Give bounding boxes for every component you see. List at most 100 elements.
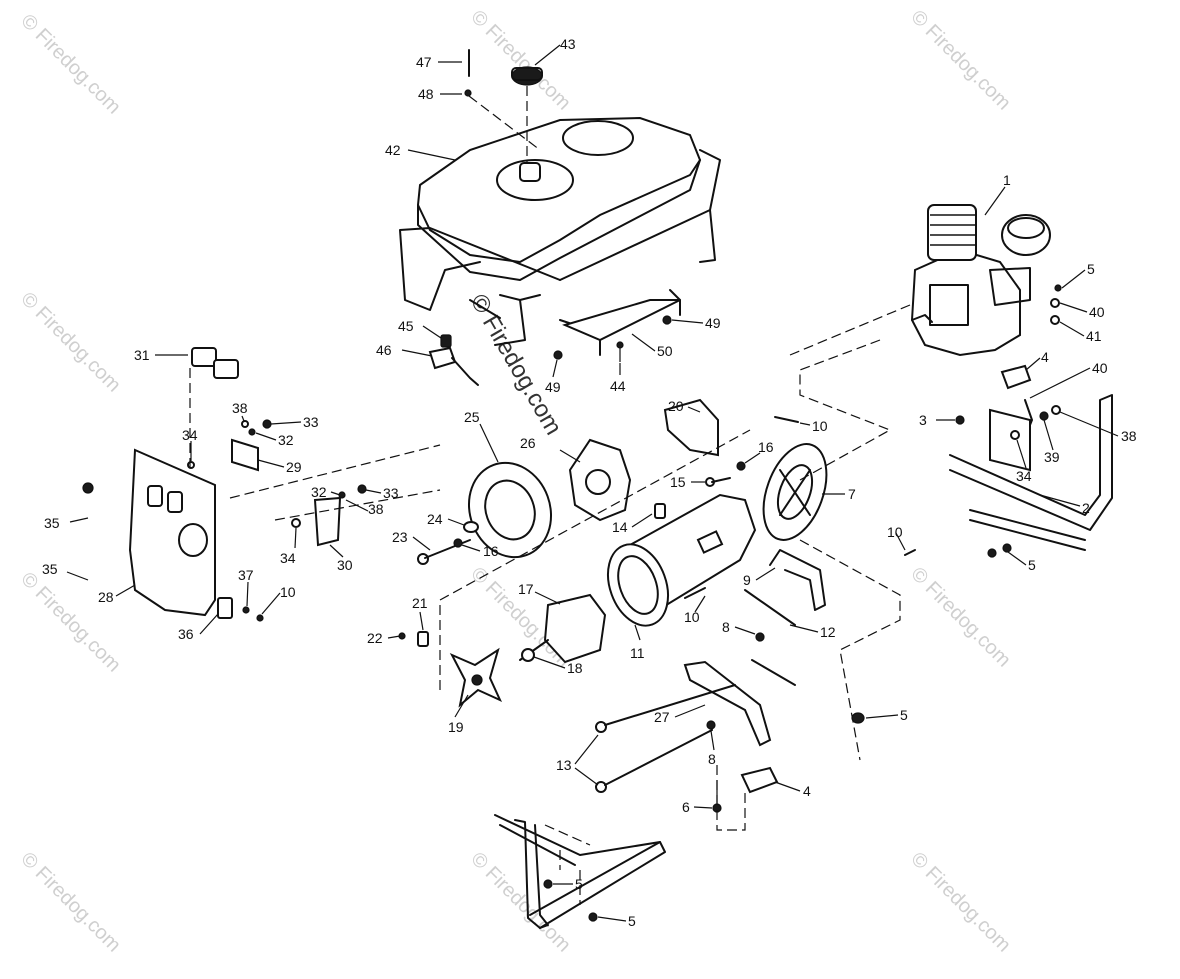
leader (1039, 494, 1081, 507)
callout-27: 27 (654, 709, 670, 725)
leader (671, 319, 704, 324)
callout-6: 6 (682, 799, 690, 815)
control-panel-assembly (82, 347, 441, 622)
leader (1061, 269, 1086, 289)
callout-49: 49 (705, 315, 721, 331)
nut-5d (543, 879, 553, 889)
fuel-line (451, 357, 479, 386)
screw-10d (684, 587, 706, 599)
callout-5: 5 (628, 913, 636, 929)
watermark: © Firedog.com (16, 848, 125, 957)
callout-4: 4 (803, 783, 811, 799)
washer-40-top (1050, 298, 1060, 308)
brush-14 (654, 503, 666, 519)
leader (984, 186, 1006, 216)
washer-34b (187, 461, 195, 469)
leader (1043, 419, 1054, 451)
leader (365, 489, 382, 494)
leader (1029, 367, 1091, 399)
frame-bottom (494, 814, 666, 929)
callout-12: 12 (820, 624, 836, 640)
bracket-20 (663, 398, 719, 457)
callout-49: 49 (545, 379, 561, 395)
breaker-30 (313, 496, 342, 547)
callout-5: 5 (1087, 261, 1095, 277)
callout-31: 31 (134, 347, 150, 363)
callout-14: 14 (612, 519, 628, 535)
filler-neck (519, 162, 541, 182)
panel-screw-35a (82, 482, 94, 494)
leader (774, 781, 801, 792)
callout-48: 48 (418, 86, 434, 102)
leader (1025, 357, 1041, 371)
leader (1059, 321, 1085, 337)
leader (422, 325, 442, 339)
nut-5c (851, 712, 865, 724)
screw-44 (616, 341, 624, 349)
leader (789, 624, 819, 633)
leader (574, 767, 599, 786)
nut-5-rail-b (1002, 543, 1012, 553)
leader (199, 613, 219, 635)
rail-2-lower (969, 509, 1086, 551)
callout-22: 22 (367, 630, 383, 646)
callout-9: 9 (743, 572, 751, 588)
leader (345, 499, 369, 512)
leader (634, 624, 641, 641)
callout-32: 32 (278, 432, 294, 448)
callout-8: 8 (708, 751, 716, 767)
leader (294, 527, 297, 549)
callout-45: 45 (398, 318, 414, 334)
leader (710, 730, 715, 751)
control-panel-28 (128, 448, 216, 617)
dash-panel-c (274, 489, 441, 521)
leader (1016, 439, 1027, 469)
nut-5-top (1054, 284, 1062, 292)
callout-10: 10 (887, 524, 903, 540)
leader (407, 149, 456, 161)
leader (755, 567, 776, 581)
engine-side-cover (929, 284, 969, 326)
callout-32: 32 (311, 484, 327, 500)
screw-15-head (705, 477, 715, 487)
bolt-head-23 (417, 553, 429, 565)
coupling-hub (471, 674, 483, 686)
callout-50: 50 (657, 343, 673, 359)
dash-engine-link (799, 339, 892, 481)
nut-34-right (1010, 430, 1020, 440)
callout-1: 1 (1003, 172, 1011, 188)
leader-lines (66, 44, 1119, 922)
cradle-assembly (595, 589, 865, 831)
nut-34c (291, 518, 301, 528)
plate-flange (599, 299, 681, 356)
engine-block (910, 248, 1021, 357)
callout-25: 25 (464, 409, 480, 425)
leader (66, 571, 89, 581)
leader (799, 422, 811, 426)
switch-31b (213, 359, 239, 379)
thru-bolt-23 (424, 539, 471, 559)
nut-8a (755, 632, 765, 642)
callout-16: 16 (483, 543, 499, 559)
leader (241, 415, 245, 422)
callout-20: 20 (668, 398, 684, 414)
switch-31a (191, 347, 217, 367)
long-bolt-13b-head (595, 781, 607, 793)
callout-10: 10 (280, 584, 296, 600)
washer-16a (736, 461, 746, 471)
watermark: © Firedog.com (16, 568, 125, 677)
long-bolt-13b (604, 729, 713, 786)
callout-47: 47 (416, 54, 432, 70)
callout-33: 33 (383, 485, 399, 501)
leader (330, 491, 341, 496)
fan-25 (467, 461, 553, 559)
callout-34: 34 (1016, 468, 1032, 484)
leader (69, 517, 89, 523)
long-bolt-13a (604, 684, 736, 726)
callout-34: 34 (280, 550, 296, 566)
callout-40: 40 (1092, 360, 1108, 376)
callout-35: 35 (42, 561, 58, 577)
leader (694, 595, 706, 613)
callout-19: 19 (448, 719, 464, 735)
callout-33: 33 (303, 414, 319, 430)
